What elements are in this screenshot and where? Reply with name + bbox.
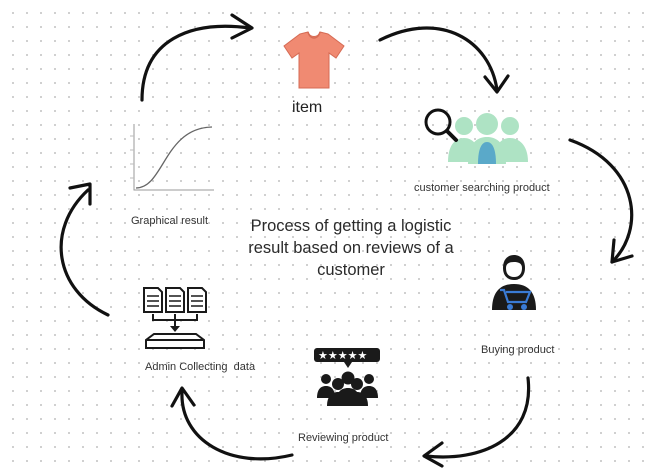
node-label-search: customer searching product — [414, 182, 550, 194]
arrow-admin-to-graph — [59, 188, 110, 317]
arrow-admin-to-graph-head — [68, 182, 92, 206]
arrow-search-to-buy — [568, 138, 634, 264]
arrow-search-to-buy-head — [610, 238, 634, 264]
diagram-title: Process of getting a logistic result bas… — [248, 217, 454, 279]
arrow-item-to-search — [378, 26, 499, 92]
arrow-graph-to-item-head — [230, 13, 254, 40]
arrow-graph-to-item — [140, 24, 252, 102]
arrow-review-to-admin-head — [170, 386, 196, 408]
node-label-review: Reviewing product — [298, 432, 389, 444]
node-label-admin: Admin Collecting data — [145, 361, 256, 373]
arrow-item-to-search-head — [483, 74, 510, 94]
node-label-item: item — [292, 99, 323, 116]
five-star-review-icon: ★★★★★ — [314, 348, 380, 406]
arrow-review-to-admin — [180, 390, 294, 461]
sigmoid-graph-icon — [130, 124, 214, 191]
arrow-buy-to-review — [424, 376, 531, 459]
svg-text:★★★★★: ★★★★★ — [318, 349, 367, 362]
arrow-buy-to-review-head — [422, 441, 444, 468]
node-label-graph: Graphical result — [131, 215, 209, 227]
document-collection-icon — [143, 287, 207, 349]
shirt-icon — [283, 31, 345, 89]
shopper-cart-icon — [492, 255, 536, 310]
node-label-buy: Buying product — [481, 344, 555, 356]
search-people-icon — [424, 108, 528, 164]
